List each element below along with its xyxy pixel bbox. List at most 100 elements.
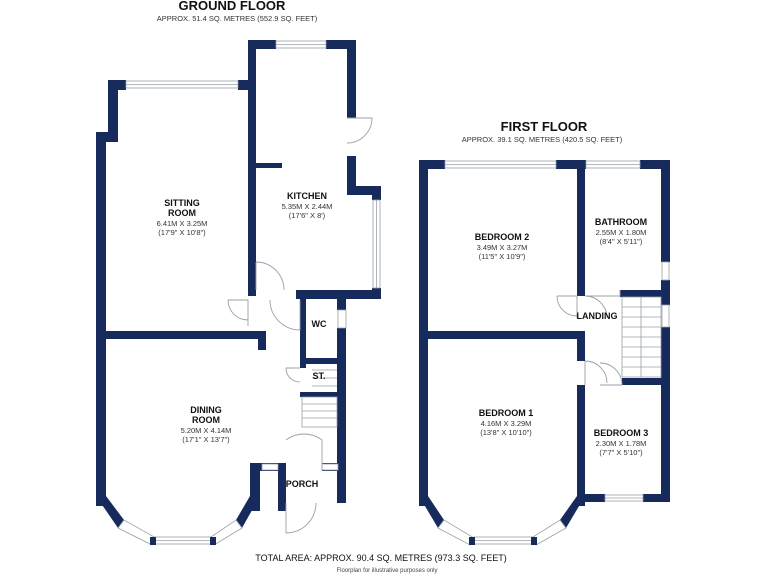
window	[321, 463, 339, 471]
first-floor-walls	[419, 160, 670, 528]
door	[269, 299, 301, 331]
wall	[577, 385, 585, 506]
room-bathroom: BATHROOM 2.55M X 1.80M (8'4" X 5'11")	[595, 217, 647, 246]
wall	[531, 537, 537, 545]
wall	[108, 80, 126, 90]
window	[661, 304, 670, 328]
wall	[258, 331, 266, 350]
ground-floor: GROUND FLOOR APPROX. 51.4 SQ. METRES (55…	[96, 0, 381, 546]
ground-floor-walls	[96, 40, 381, 528]
wall	[643, 494, 670, 502]
room-dining: DINING ROOM 5.20M X 4.14M (17'1" X 13'7"…	[181, 405, 232, 444]
wall	[577, 494, 605, 502]
wall	[560, 496, 585, 528]
room-dimensions-metric: 2.30M X 1.78M	[596, 439, 647, 448]
wall	[347, 156, 356, 194]
wall	[620, 290, 670, 297]
room-dimensions-metric: 5.35M X 2.44M	[282, 202, 333, 211]
ground-floor-area: APPROX. 51.4 SQ. METRES (552.9 SQ. FEET)	[157, 14, 318, 23]
room-bedroom3: BEDROOM 3 2.30M X 1.78M (7'7" X 5'10")	[594, 428, 649, 457]
wall	[347, 40, 356, 118]
wall	[337, 328, 346, 503]
room-dimensions-imperial: (17'9" X 10'8")	[158, 228, 206, 237]
room-dimensions-metric: 4.16M X 3.29M	[481, 419, 532, 428]
room-name-line2: ROOM	[168, 208, 196, 218]
room-dimensions-imperial: (7'7" X 5'10")	[599, 448, 643, 457]
wall	[96, 132, 106, 506]
room-name: BEDROOM 3	[594, 428, 649, 438]
first-floor-title: FIRST FLOOR	[501, 119, 588, 134]
room-store: ST.	[312, 371, 325, 381]
window	[661, 261, 670, 281]
disclaimer-note: Floorplan for illustrative purposes only	[336, 568, 437, 574]
total-area: TOTAL AREA: APPROX. 90.4 SQ. METRES (973…	[255, 553, 506, 563]
window	[261, 463, 279, 471]
room-name: BEDROOM 1	[479, 408, 534, 418]
wall	[661, 160, 670, 262]
wall	[150, 537, 156, 545]
wall	[622, 378, 670, 385]
room-name: BATHROOM	[595, 217, 647, 227]
room-name: SITTING	[164, 198, 200, 208]
wall	[469, 537, 475, 545]
wall	[248, 40, 256, 296]
room-kitchen: KITCHEN 5.35M X 2.44M (17'6" X 8')	[282, 191, 333, 220]
room-wc: WC	[312, 319, 327, 329]
wall	[278, 463, 286, 511]
door	[584, 360, 608, 385]
room-landing: LANDING	[577, 311, 618, 321]
room-name: BEDROOM 2	[475, 232, 530, 242]
wall	[300, 358, 340, 364]
door	[599, 362, 623, 386]
room-dimensions-imperial: (13'8" X 10'10")	[480, 428, 532, 437]
wall	[248, 40, 276, 49]
wall	[337, 290, 346, 310]
wall	[300, 392, 340, 397]
door	[556, 295, 578, 318]
wall	[347, 186, 381, 195]
wall	[96, 331, 266, 339]
wall	[236, 496, 260, 528]
wall	[337, 463, 346, 503]
room-dimensions-imperial: (11'5" X 10'9")	[479, 252, 526, 261]
door	[285, 367, 301, 383]
wall	[96, 132, 118, 142]
first-floor-doors	[556, 290, 623, 386]
wall	[419, 331, 585, 339]
wall	[96, 496, 124, 528]
door	[227, 299, 249, 326]
first-floor-stairs	[621, 296, 662, 378]
wall	[577, 160, 585, 296]
ground-floor-doors	[227, 117, 373, 534]
window	[337, 309, 347, 329]
wall	[256, 163, 282, 168]
room-bedroom2: BEDROOM 2 3.49M X 3.27M (11'5" X 10'9")	[475, 232, 530, 261]
wall	[343, 290, 381, 299]
room-name-line2: ROOM	[192, 415, 220, 425]
room-sitting: SITTING ROOM 6.41M X 3.25M (17'9" X 10'8…	[157, 198, 208, 237]
door	[584, 290, 621, 319]
wall	[640, 160, 670, 169]
wall	[661, 327, 670, 502]
room-dimensions-metric: 3.49M X 3.27M	[477, 243, 528, 252]
room-dimensions-imperial: (17'1" X 13'7")	[182, 435, 230, 444]
wall	[326, 40, 356, 49]
door	[255, 261, 285, 291]
wall	[372, 186, 381, 200]
window	[532, 519, 567, 546]
room-name: DINING	[190, 405, 222, 415]
room-porch: PORCH	[286, 479, 319, 489]
ground-floor-windows	[117, 40, 381, 546]
ground-floor-stairs	[301, 369, 338, 428]
wall	[300, 290, 306, 368]
ground-floor-title: GROUND FLOOR	[179, 0, 286, 13]
wall	[556, 160, 586, 169]
window	[437, 519, 475, 546]
wall	[210, 537, 216, 545]
door	[285, 433, 323, 470]
room-dimensions-metric: 2.55M X 1.80M	[596, 228, 647, 237]
first-floor: FIRST FLOOR APPROX. 39.1 SQ. METRES (420…	[419, 119, 670, 546]
door	[346, 117, 373, 144]
room-dimensions-metric: 5.20M X 4.14M	[181, 426, 232, 435]
